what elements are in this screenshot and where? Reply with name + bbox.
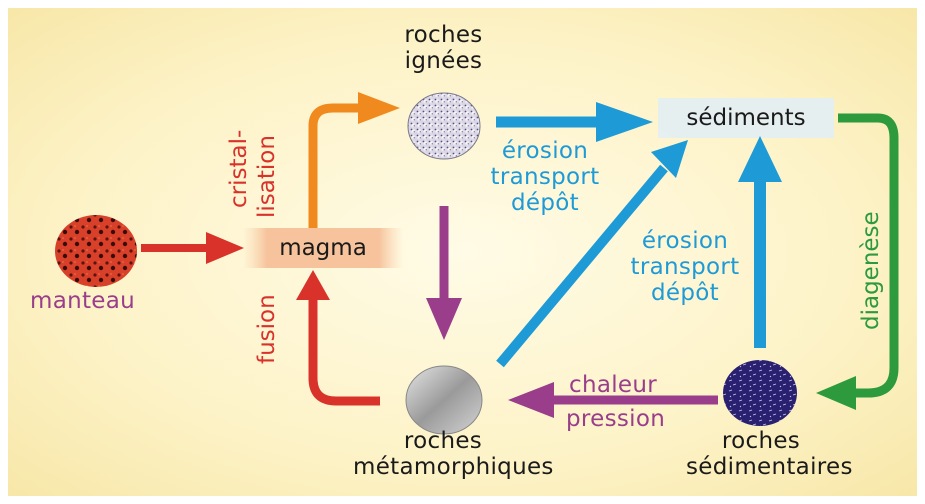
- fusion-arrow: [296, 270, 380, 401]
- erosion-middle-line3: dépôt: [610, 280, 760, 306]
- igneous-rocks-label: roches ignées: [386, 22, 501, 74]
- sedimentary-rock-icon: [723, 360, 797, 426]
- magma-label: magma: [243, 231, 403, 265]
- sedimentary-rocks-line1: roches: [686, 428, 836, 454]
- metamorphic-rocks-line2: métamorphiques: [353, 454, 533, 480]
- crystallization-label-line2: lisation: [254, 135, 280, 218]
- igneous-to-sediments-arrow: [496, 102, 653, 142]
- erosion-top-line1: érosion: [470, 138, 620, 164]
- pressure-label: pression: [566, 406, 665, 432]
- mantle-rock-icon: [55, 215, 137, 287]
- erosion-middle-line2: transport: [610, 254, 760, 280]
- sediments-label: sédiments: [658, 101, 834, 135]
- metamorphic-rocks-line1: roches: [353, 428, 533, 454]
- erosion-top-line2: transport: [470, 164, 620, 190]
- sedimentary-rocks-line2: sédimentaires: [686, 454, 836, 480]
- sedimentary-rocks-label: roches sédimentaires: [686, 428, 836, 480]
- erosion-top-label: érosion transport dépôt: [470, 138, 620, 216]
- igneous-rocks-line1: roches: [386, 22, 501, 48]
- mantle-label: manteau: [30, 288, 135, 314]
- crystallization-label-line1: cristal-: [226, 130, 252, 208]
- erosion-top-line3: dépôt: [470, 190, 620, 216]
- metamorphic-rock-icon: [406, 366, 482, 434]
- arrows-layer: [8, 8, 917, 496]
- heat-label: chaleur: [569, 372, 657, 398]
- erosion-middle-label: érosion transport dépôt: [610, 228, 760, 306]
- mantle-to-magma-arrow: [141, 232, 244, 264]
- metamorphic-rocks-label: roches métamorphiques: [353, 428, 533, 480]
- crystallization-arrow: [313, 92, 400, 228]
- erosion-middle-line1: érosion: [610, 228, 760, 254]
- fusion-label: fusion: [254, 294, 280, 364]
- igneous-rocks-line2: ignées: [386, 48, 501, 74]
- igneous-to-metamorphic-arrow: [426, 206, 462, 340]
- rock-cycle-diagram: roches ignées sédiments magma manteau ro…: [8, 8, 917, 496]
- diagenesis-label: diagenèse: [858, 211, 884, 330]
